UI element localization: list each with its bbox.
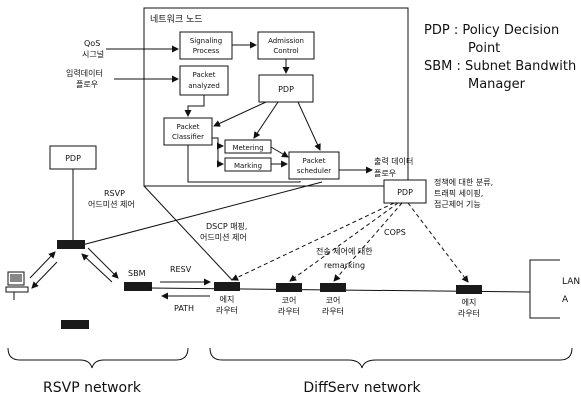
edge-router-2-icon — [456, 285, 482, 294]
edge-router-1-icon — [214, 282, 240, 291]
resv-label: RESV — [170, 265, 192, 274]
rsvp-admission-label: 어드미션 제어 — [88, 199, 135, 209]
diffserv-network-label: DiffServ network — [303, 380, 421, 396]
signaling-label-1: Signaling — [190, 37, 222, 45]
node-pdp-box — [258, 74, 314, 103]
diffserv-network-brace — [209, 347, 573, 369]
node-pdp-label: PDP — [278, 85, 294, 94]
host-to-router-arrow — [29, 251, 56, 279]
rsvp-label: RSVP — [104, 189, 125, 198]
router-to-sbm-arrow — [87, 247, 119, 279]
pdp-to-scheduler-arrow — [297, 101, 321, 151]
classifier-to-scheduler-line — [187, 145, 301, 183]
lower-router-icon — [61, 320, 89, 329]
cops-to-edge2-line — [407, 202, 469, 283]
host-computer-icon — [5, 271, 29, 293]
metering-to-scheduler-arrow — [270, 146, 289, 158]
core-router-1-label-1: 코어 — [282, 295, 297, 305]
analyzed-to-classifier-arrow — [184, 95, 205, 117]
signaling-label-2: Process — [193, 47, 220, 55]
core-router-2-label-1: 코어 — [326, 295, 341, 305]
rsvp-router-icon — [57, 240, 85, 249]
pdp-to-metering-arrow — [253, 101, 279, 139]
qos-label: QoS — [84, 39, 100, 48]
policy-label-3: 접근제어 기능 — [434, 199, 481, 209]
router-to-host-arrow — [31, 261, 58, 289]
input-flow-sub-label: 플로우 — [76, 80, 98, 89]
lan-bracket — [529, 259, 560, 319]
network-node-title: 네트워크 노드 — [150, 14, 203, 25]
cops-label: COPS — [384, 228, 406, 237]
admission-label-2: Control — [273, 47, 298, 55]
core-router-1-icon — [276, 283, 302, 292]
diffserv-pdp-box — [383, 179, 427, 204]
output-flow-sub-label: 플로우 — [374, 169, 396, 178]
edge-router-1-label-1: 에지 — [220, 295, 235, 304]
legend-pdp-line2: Point — [468, 41, 500, 56]
policy-label-1: 정책에 대한 분류, — [434, 177, 493, 187]
sbm-to-router-arrow — [81, 253, 113, 283]
admission-label-1: Admission — [268, 37, 304, 45]
scheduler-label-1: Packet — [303, 157, 326, 165]
dscp-label-2: 어드미션 제어 — [200, 232, 247, 242]
pdp-to-classifier-arrow — [213, 101, 267, 127]
edge-router-1-label-2: 라우터 — [216, 306, 238, 315]
node-to-rsvp-router-line — [81, 181, 323, 246]
policy-label-2: 트래픽 세이핑, — [434, 188, 483, 198]
qos-sub-label: 시그널 — [82, 50, 104, 59]
legend-sbm-line1: SBM : Subnet Bandwith — [424, 59, 576, 74]
rsvp-pdp-label: PDP — [65, 154, 81, 163]
metering-label: Metering — [232, 144, 263, 152]
dscp-label-1: DSCP 매핑, — [206, 221, 247, 231]
analyzed-label-1: Packet — [193, 71, 216, 79]
sbm-router-icon — [124, 282, 152, 291]
legend-pdp-line1: PDP : Policy Decision — [424, 23, 559, 38]
remark-label-1: 전송 제어에 대한 — [316, 246, 373, 256]
lan-a-label: A — [562, 295, 569, 305]
scheduler-label-2: scheduler — [297, 167, 331, 175]
cops-to-core1-line — [289, 202, 399, 282]
remark-label-2: remarking — [324, 261, 365, 270]
classifier-label-1: Packet — [177, 123, 200, 131]
core-router-2-label-2: 라우터 — [322, 307, 344, 316]
edge-router-2-label-1: 에지 — [462, 298, 477, 307]
packet-scheduler-box — [288, 151, 340, 180]
core-router-1-label-2: 라우터 — [278, 307, 300, 316]
output-flow-label: 출력 데이터 — [374, 156, 413, 166]
lan-label: LAN — [562, 277, 580, 287]
edge-router-2-label-2: 라우터 — [458, 309, 480, 318]
classifier-label-2: Classifier — [172, 133, 204, 141]
rsvp-network-brace — [7, 347, 189, 369]
path-label: PATH — [174, 304, 194, 313]
packet-classifier-box — [163, 117, 213, 146]
classifier-to-marking-arrow — [217, 146, 224, 168]
rsvp-network-label: RSVP network — [43, 380, 142, 396]
input-flow-label: 입력데이터 — [66, 68, 103, 78]
node-to-edge-router-line — [143, 185, 233, 281]
marking-label: Marking — [234, 162, 262, 170]
admission-control-box — [257, 31, 315, 60]
metering-box — [224, 139, 272, 154]
analyzed-label-2: analyzed — [188, 82, 220, 90]
legend-sbm-line2: Manager — [468, 77, 526, 92]
cops-to-edge1-line — [231, 202, 395, 281]
sbm-label: SBM — [128, 269, 146, 278]
cops-to-core2-line — [333, 202, 403, 282]
diffserv-pdp-label: PDP — [397, 188, 413, 197]
classifier-to-metering-arrow — [212, 137, 224, 150]
core-router-2-icon — [320, 283, 346, 292]
